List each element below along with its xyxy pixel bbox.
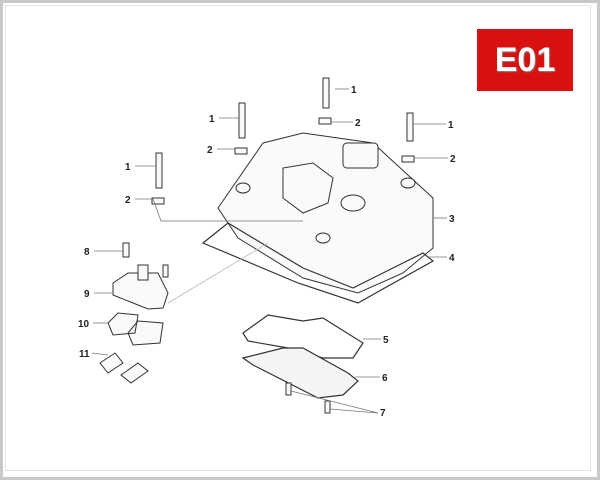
seal-ring [242,314,364,359]
bolts [122,77,414,414]
cover-gasket [201,222,435,304]
callout-7: 7 [380,408,386,419]
plate [241,347,359,399]
callout-4: 4 [449,253,455,264]
callout-11: 11 [79,349,90,360]
reed-plates [107,312,164,346]
callout-2: 2 [355,118,361,129]
callout-3: 3 [449,214,455,225]
breather-nozzle [137,264,149,281]
callout-1: 1 [448,120,454,131]
section-badge: E01 [477,29,573,91]
callout-1: 1 [209,114,215,125]
filter-pads [99,352,149,384]
callout-8: 8 [84,247,90,258]
leader-lines [91,88,448,414]
breather-cover [112,272,169,310]
callout-6: 6 [382,373,388,384]
callout-10: 10 [78,319,90,330]
washers [151,117,415,205]
callout-1: 1 [351,85,357,96]
callout-1: 1 [125,162,131,173]
callout-5: 5 [383,335,389,346]
callout-2: 2 [207,145,213,156]
callout-9: 9 [84,289,90,300]
valve-cover [217,132,434,294]
exploded-parts-diagram: 1 1 1 1 2 2 2 2 3 4 5 6 7 8 9 10 11 [78,77,456,419]
callout-labels: 1 1 1 1 2 2 2 2 3 4 5 6 7 8 9 10 11 [78,85,456,419]
diagram-border [5,5,591,471]
callout-2: 2 [125,195,131,206]
callout-2: 2 [450,154,456,165]
